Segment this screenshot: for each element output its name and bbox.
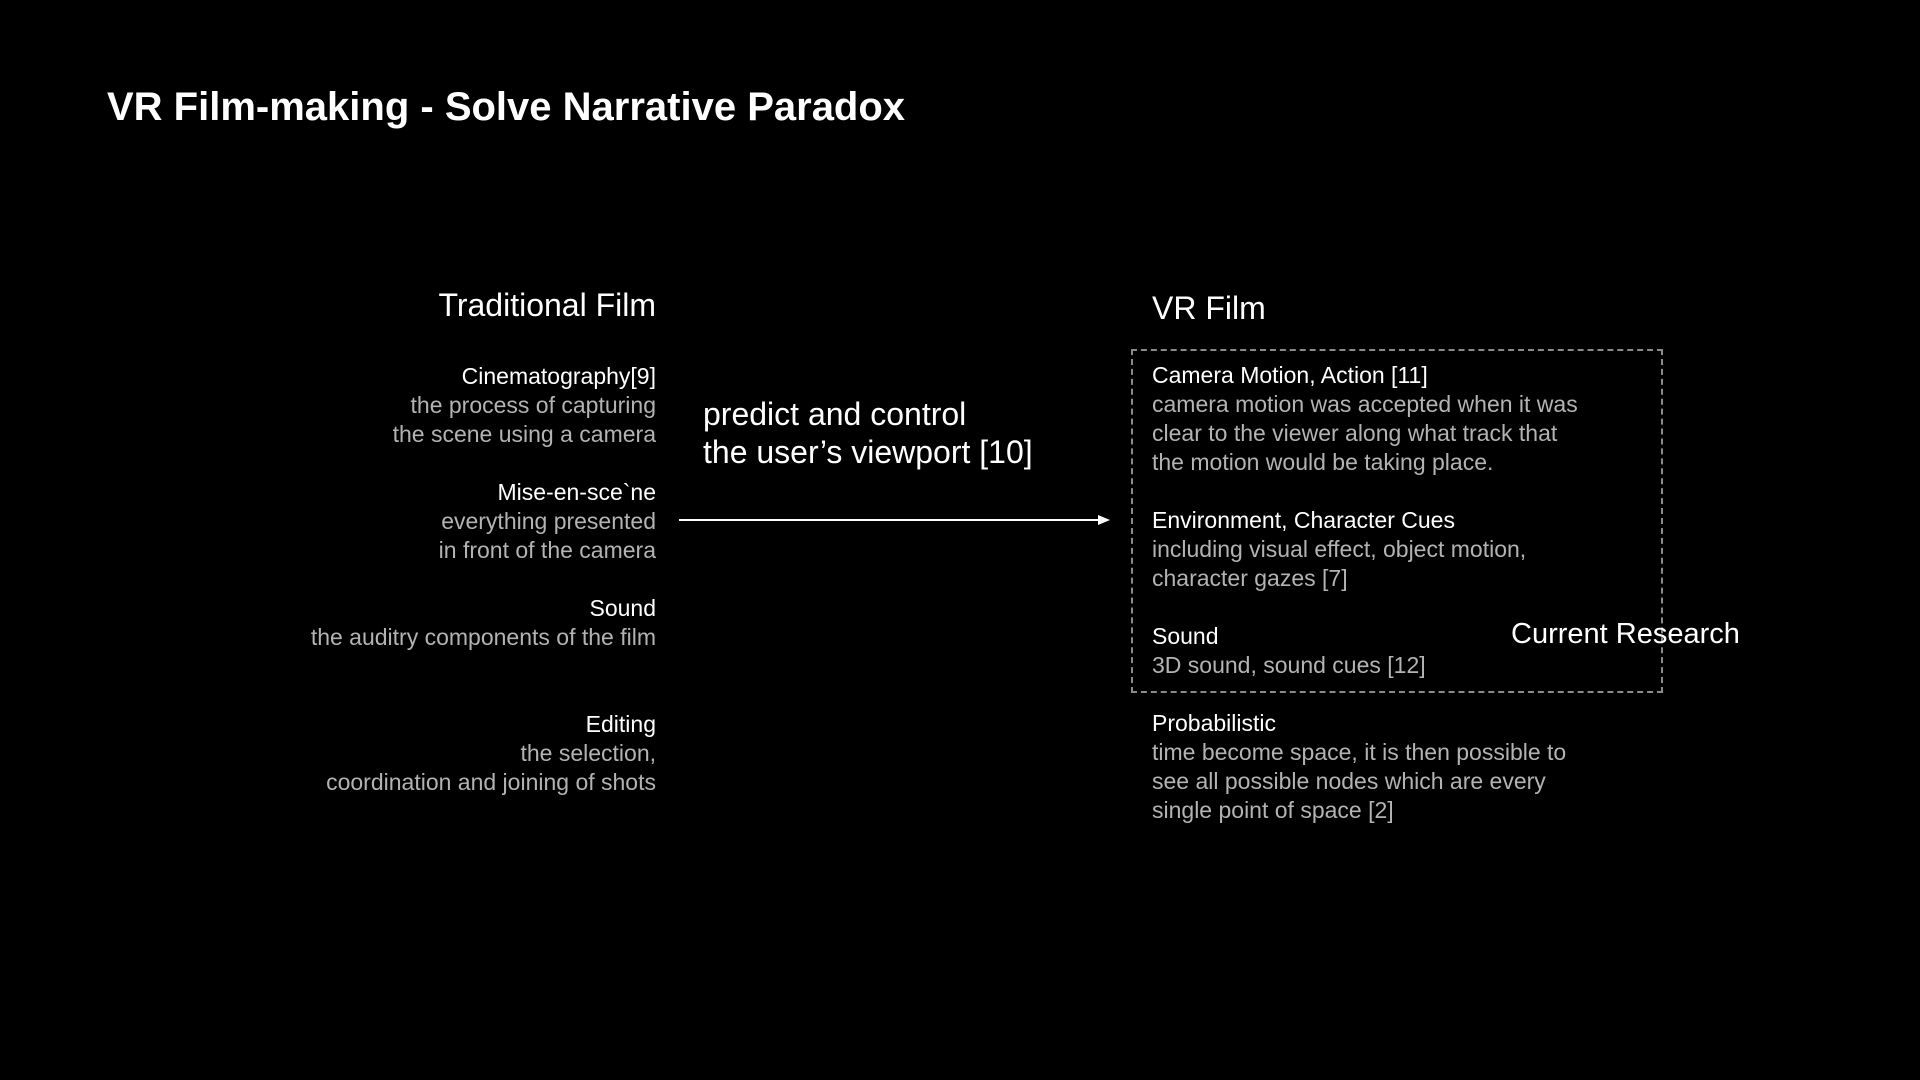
- vr-item-sound: Sound 3D sound, sound cues [12]: [1152, 622, 1426, 680]
- item-desc-line: the selection,: [520, 740, 656, 766]
- item-desc-line: coordination and joining of shots: [326, 769, 656, 795]
- vr-item-probabilistic: Probabilistic time become space, it is t…: [1152, 709, 1566, 825]
- item-desc-line: see all possible nodes which are every: [1152, 768, 1546, 794]
- vr-item-environment-cues: Environment, Character Cues including vi…: [1152, 506, 1526, 593]
- vr-film-heading: VR Film: [1152, 290, 1266, 326]
- item-desc-line: the process of capturing: [410, 392, 656, 418]
- item-title: Camera Motion, Action [11]: [1152, 362, 1428, 388]
- traditional-item-editing: Editing the selection, coordination and …: [326, 710, 656, 797]
- item-desc-line: clear to the viewer along what track tha…: [1152, 420, 1558, 446]
- item-desc-line: the auditry components of the film: [310, 624, 656, 650]
- item-title: Probabilistic: [1152, 710, 1276, 736]
- item-title: Sound: [1152, 623, 1219, 649]
- arrow-label: predict and control the user’s viewport …: [703, 395, 1033, 471]
- vr-item-camera-motion: Camera Motion, Action [11] camera motion…: [1152, 361, 1578, 477]
- item-title: Editing: [585, 711, 656, 737]
- traditional-item-cinematography: Cinematography[9] the process of capturi…: [393, 362, 656, 449]
- item-desc-line: single point of space [2]: [1152, 797, 1394, 823]
- current-research-box: [1131, 349, 1663, 693]
- traditional-item-mise-en-scene: Mise-en-sce`ne everything presented in f…: [439, 478, 656, 565]
- right-arrow: [679, 515, 1110, 525]
- arrow-label-line: predict and control: [703, 396, 967, 432]
- item-desc-line: the motion would be taking place.: [1152, 449, 1494, 475]
- item-desc-line: in front of the camera: [438, 537, 656, 563]
- item-title: Mise-en-sce`ne: [497, 479, 657, 505]
- item-desc-line: 3D sound, sound cues [12]: [1152, 652, 1426, 678]
- slide-title: VR Film-making - Solve Narrative Paradox: [107, 85, 906, 129]
- traditional-item-sound: Sound the auditry components of the film: [311, 594, 656, 652]
- item-desc-line: character gazes [7]: [1152, 565, 1348, 591]
- current-research-label: Current Research: [1511, 618, 1740, 650]
- item-title: Cinematography[9]: [461, 363, 656, 389]
- item-title: Environment, Character Cues: [1152, 507, 1455, 533]
- arrow-label-line: the user’s viewport [10]: [703, 434, 1033, 470]
- item-desc-line: the scene using a camera: [392, 421, 656, 447]
- item-desc-line: everything presented: [441, 508, 656, 534]
- item-desc-line: including visual effect, object motion,: [1152, 536, 1527, 562]
- item-desc-line: time become space, it is then possible t…: [1152, 739, 1567, 765]
- arrow-head: [1098, 515, 1110, 525]
- traditional-film-heading: Traditional Film: [438, 287, 656, 323]
- item-title: Sound: [589, 595, 656, 621]
- item-desc-line: camera motion was accepted when it was: [1152, 391, 1578, 417]
